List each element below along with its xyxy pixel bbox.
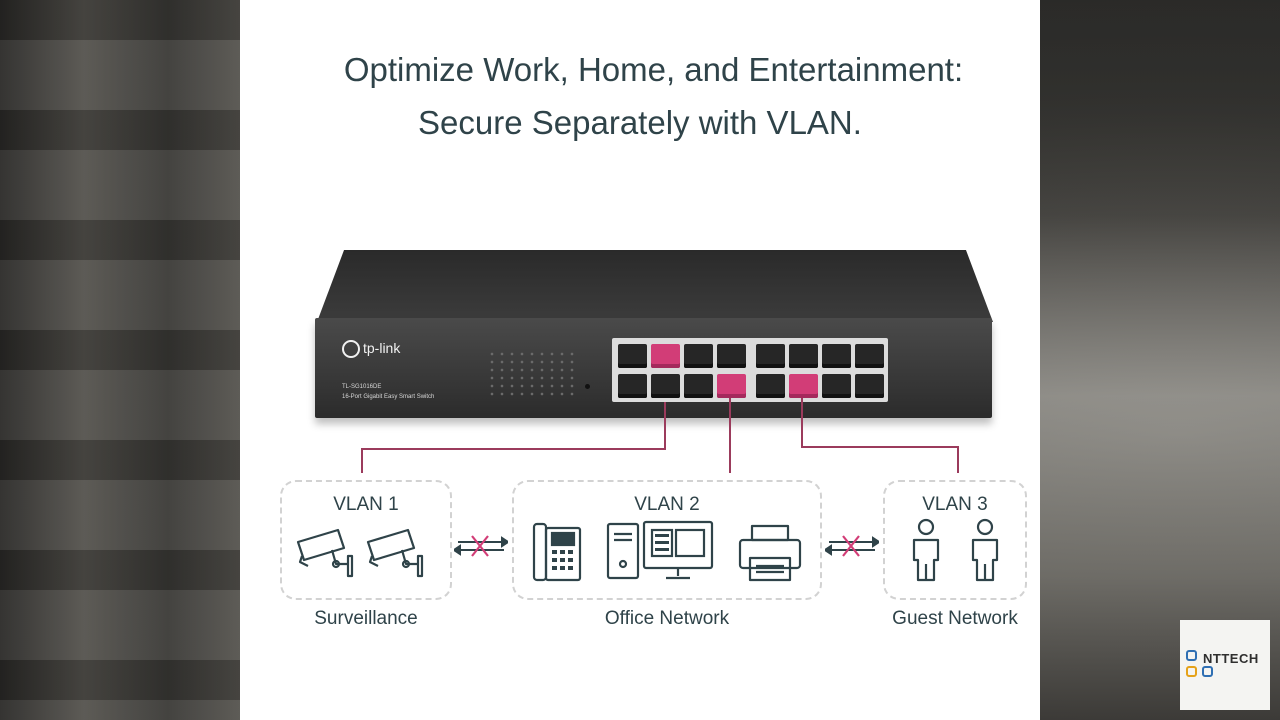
ethernet-port	[618, 344, 647, 368]
vlan2-group	[512, 480, 822, 600]
watermark-logo-icon	[1186, 650, 1197, 661]
person-icon	[912, 518, 940, 582]
ethernet-port	[618, 374, 647, 398]
blocked-arrows-icon	[454, 535, 508, 557]
ethernet-port	[651, 344, 680, 368]
ethernet-port	[684, 344, 713, 368]
ethernet-port	[855, 374, 884, 398]
ethernet-port	[789, 344, 818, 368]
diagram-panel: Optimize Work, Home, and Entertainment: …	[240, 0, 1040, 720]
wire-vlan3-down	[957, 446, 959, 473]
vlan3-label: VLAN 3	[922, 494, 988, 515]
guest-network-label: Guest Network	[892, 608, 1018, 629]
headline-line-2: Secure Separately with VLAN.	[418, 104, 862, 141]
ethernet-port	[651, 374, 680, 398]
watermark	[1180, 620, 1270, 710]
ethernet-port	[855, 344, 884, 368]
ethernet-port	[717, 344, 746, 368]
vlan2-label: VLAN 2	[634, 494, 700, 515]
wire-vlan1-h	[361, 448, 666, 450]
person-icon	[971, 518, 999, 582]
ethernet-port	[756, 374, 785, 398]
security-camera-icon	[296, 528, 354, 578]
switch-model-label: TL-SG1016DE 16-Port Gigabit Easy Smart S…	[342, 382, 434, 402]
ethernet-port	[789, 374, 818, 398]
tp-link-logo-icon	[342, 340, 360, 359]
office-network-label: Office Network	[604, 608, 730, 629]
reset-button	[585, 384, 590, 389]
switch-logo: tp-link	[342, 340, 401, 359]
background-left	[0, 0, 240, 720]
blocked-arrows-icon	[825, 535, 879, 557]
ethernet-port	[822, 374, 851, 398]
switch-top	[317, 250, 993, 322]
desktop-computer-icon	[606, 520, 714, 580]
wire-vlan2	[729, 398, 731, 473]
vlan3-group	[883, 480, 1027, 600]
ip-phone-icon	[532, 522, 582, 582]
port-block	[612, 338, 888, 402]
surveillance-label: Surveillance	[314, 608, 418, 629]
background-right	[1040, 0, 1280, 720]
watermark-logo-icon	[1186, 666, 1197, 677]
wire-vlan1-down	[361, 448, 363, 473]
ethernet-port	[822, 344, 851, 368]
headline-line-1: Optimize Work, Home, and Entertainment:	[343, 51, 964, 88]
wire-vlan1	[664, 402, 666, 450]
switch-brand: tp-link	[363, 340, 401, 356]
switch-status-leds	[487, 350, 577, 398]
switch-model: TL-SG1016DE	[342, 384, 382, 390]
vlan1-group	[280, 480, 452, 600]
ethernet-port	[684, 374, 713, 398]
vlan1-label: VLAN 1	[333, 494, 399, 515]
switch-description: 16-Port Gigabit Easy Smart Switch	[342, 394, 435, 400]
ethernet-port	[756, 344, 785, 368]
watermark-text: NTTECH	[1203, 651, 1259, 666]
watermark-logo-icon	[1202, 666, 1213, 677]
wire-vlan3-h	[801, 446, 959, 448]
printer-icon	[738, 524, 802, 582]
ethernet-port	[717, 374, 746, 398]
wire-vlan3	[801, 398, 803, 448]
security-camera-icon	[366, 528, 424, 578]
